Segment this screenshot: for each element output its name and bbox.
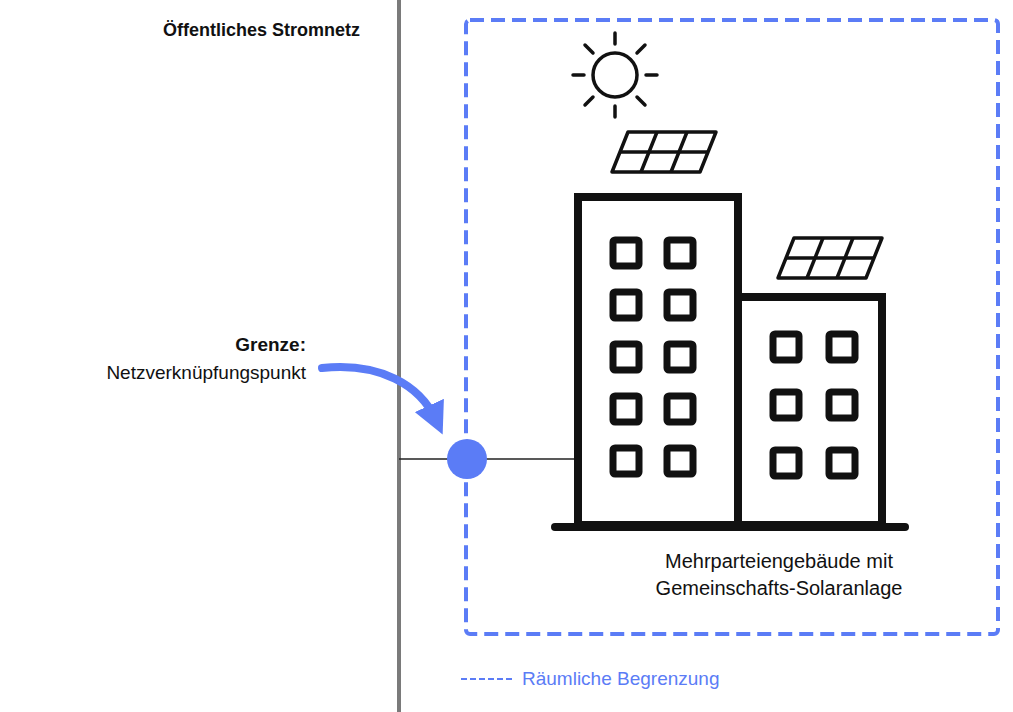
building: [578, 197, 882, 525]
grid-line: [397, 0, 401, 712]
connection-wire: [399, 458, 578, 460]
legend-text: Räumliche Begrenzung: [522, 668, 720, 690]
node-text-holder: Mehrparteiengebäude mit Gemeinschafts-So…: [614, 548, 944, 602]
window: [829, 450, 855, 476]
dashed-boundary: [464, 18, 1000, 636]
sun-symbol: [573, 33, 657, 117]
window: [773, 334, 799, 360]
window: [613, 448, 639, 474]
grid-label: Öffentliches Stromnetz: [163, 20, 360, 41]
window: [667, 292, 693, 318]
ground-line: [555, 523, 905, 531]
building-caption: Mehrparteiengebäude mit Gemeinschafts-So…: [614, 548, 944, 602]
dashed-outline: [466, 20, 998, 634]
window: [667, 344, 693, 370]
window: [829, 392, 855, 418]
window: [613, 292, 639, 318]
window: [613, 240, 639, 266]
legend-sample: [460, 673, 516, 685]
window: [667, 448, 693, 474]
solar-panel: [778, 238, 882, 278]
window: [613, 396, 639, 422]
boundary-heading: Grenze:: [235, 334, 306, 356]
boundary-region: Mehrparteiengebäude mit Gemeinschafts-So…: [464, 18, 1000, 636]
window: [667, 396, 693, 422]
pointer-arrow: [322, 367, 436, 420]
window: [667, 240, 693, 266]
window: [773, 392, 799, 418]
window: [829, 334, 855, 360]
window: [613, 344, 639, 370]
boundary-label: Netzverknüpfungspunkt: [106, 362, 306, 384]
windows: [613, 240, 855, 476]
window: [773, 450, 799, 476]
legend-row: Räumliche Begrenzung: [460, 668, 720, 690]
solar-panel: [612, 132, 716, 172]
